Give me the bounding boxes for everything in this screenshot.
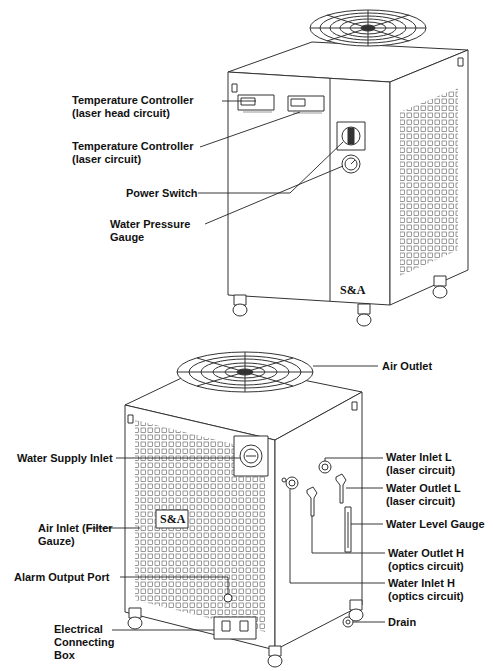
- inlet-panel: [234, 436, 268, 476]
- brand-logo: S&A: [340, 283, 380, 298]
- side-grille: [400, 88, 458, 276]
- side-face: [390, 50, 468, 305]
- callout-label: Drain: [388, 616, 448, 629]
- fan-guard: [310, 10, 426, 46]
- brand-logo: S&A: [160, 512, 200, 527]
- upper-chiller: [228, 10, 468, 326]
- callout-label: Water Level Gauge: [386, 518, 493, 531]
- door-seam: [330, 78, 331, 301]
- callout-label: Temperature Controller (laser circuit): [72, 140, 222, 166]
- callout-label: Water Inlet L (laser circuit): [386, 451, 476, 477]
- callout-label: Power Switch: [126, 187, 216, 200]
- callout-label: Air Outlet: [382, 360, 472, 373]
- left-face: [125, 405, 275, 650]
- water-ports: [282, 461, 351, 552]
- callout-label: Water Outlet L (laser circuit): [386, 482, 478, 508]
- temperature-controller: [238, 95, 274, 112]
- wheels: [233, 276, 447, 326]
- callout-label: Water Supply Inlet: [17, 452, 127, 465]
- callout-label: Air Inlet (Filter Gauze): [38, 522, 124, 548]
- right-face: [275, 392, 362, 650]
- alarm-port: [224, 594, 232, 602]
- wheels: [128, 600, 363, 667]
- lower-chiller: [125, 352, 363, 667]
- fan-guard: [177, 352, 313, 392]
- callout-label: Water Inlet H (optics circuit): [388, 577, 484, 603]
- callout-label: Water Pressure Gauge: [110, 218, 210, 244]
- leader-lines: [86, 101, 385, 630]
- latch: [458, 58, 463, 66]
- latch: [128, 415, 133, 423]
- callout-label: Electrical Connecting Box: [54, 623, 126, 662]
- latch: [352, 402, 357, 410]
- temperature-controller: [288, 96, 324, 113]
- callout-label: Water Outlet H (optics circuit): [388, 547, 484, 573]
- callout-label: Alarm Output Port: [14, 571, 134, 584]
- power-switch: [337, 122, 365, 150]
- air-inlet-grille: [135, 420, 265, 632]
- front-face: [228, 72, 390, 305]
- pressure-gauge: [342, 155, 360, 173]
- water-supply-inlet: [240, 445, 262, 467]
- callout-label: Temperature Controller (laser head circu…: [72, 94, 222, 120]
- electrical-box: [214, 617, 256, 639]
- latch: [232, 84, 237, 92]
